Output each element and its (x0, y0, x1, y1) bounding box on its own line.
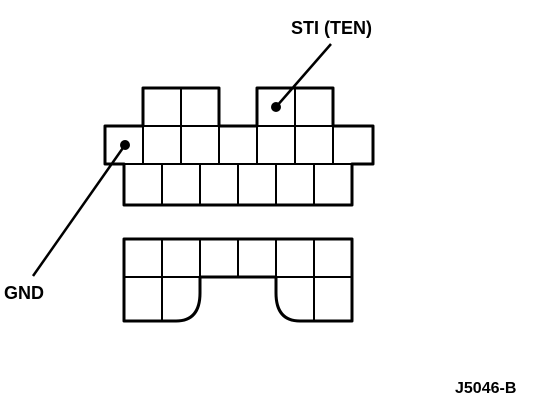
cavity (313, 276, 353, 322)
figure-code-label: J5046-B (455, 380, 516, 397)
cavity (161, 238, 201, 278)
lower-connector-outline (122, 237, 354, 323)
cavity (142, 125, 182, 165)
cavity (142, 87, 182, 127)
cavity (332, 125, 374, 165)
upper-bottom-row (123, 163, 353, 206)
cavity (180, 125, 220, 165)
cavity (256, 125, 296, 165)
sti-leader-line (275, 43, 332, 108)
cavity (275, 163, 315, 206)
cavity (199, 163, 239, 206)
cavity (123, 276, 163, 322)
lower-connector (122, 237, 354, 323)
cavity (237, 238, 277, 278)
cavity (161, 163, 201, 206)
lower-bottom-row (123, 276, 353, 322)
upper-middle-row (104, 125, 374, 165)
gnd-label: GND (4, 283, 44, 303)
sti-label: STI (TEN) (291, 18, 372, 38)
gnd-leader-line (31, 144, 127, 277)
upper-top-row-right (256, 87, 334, 127)
cavity (123, 163, 163, 206)
cavity (199, 238, 239, 278)
cavity (237, 163, 277, 206)
cavity (218, 125, 258, 165)
cavity (313, 163, 353, 206)
cavity (275, 238, 315, 278)
cavity (294, 125, 334, 165)
cavity (180, 87, 220, 127)
cavity (313, 238, 353, 278)
upper-connector (103, 86, 375, 207)
lower-top-row (123, 238, 353, 278)
cavity (294, 87, 334, 127)
sti-pin-callout (271, 43, 332, 112)
gnd-pin-callout (31, 140, 130, 277)
upper-top-row-left (142, 87, 220, 127)
upper-connector-outline (103, 86, 375, 207)
cavity (123, 238, 163, 278)
